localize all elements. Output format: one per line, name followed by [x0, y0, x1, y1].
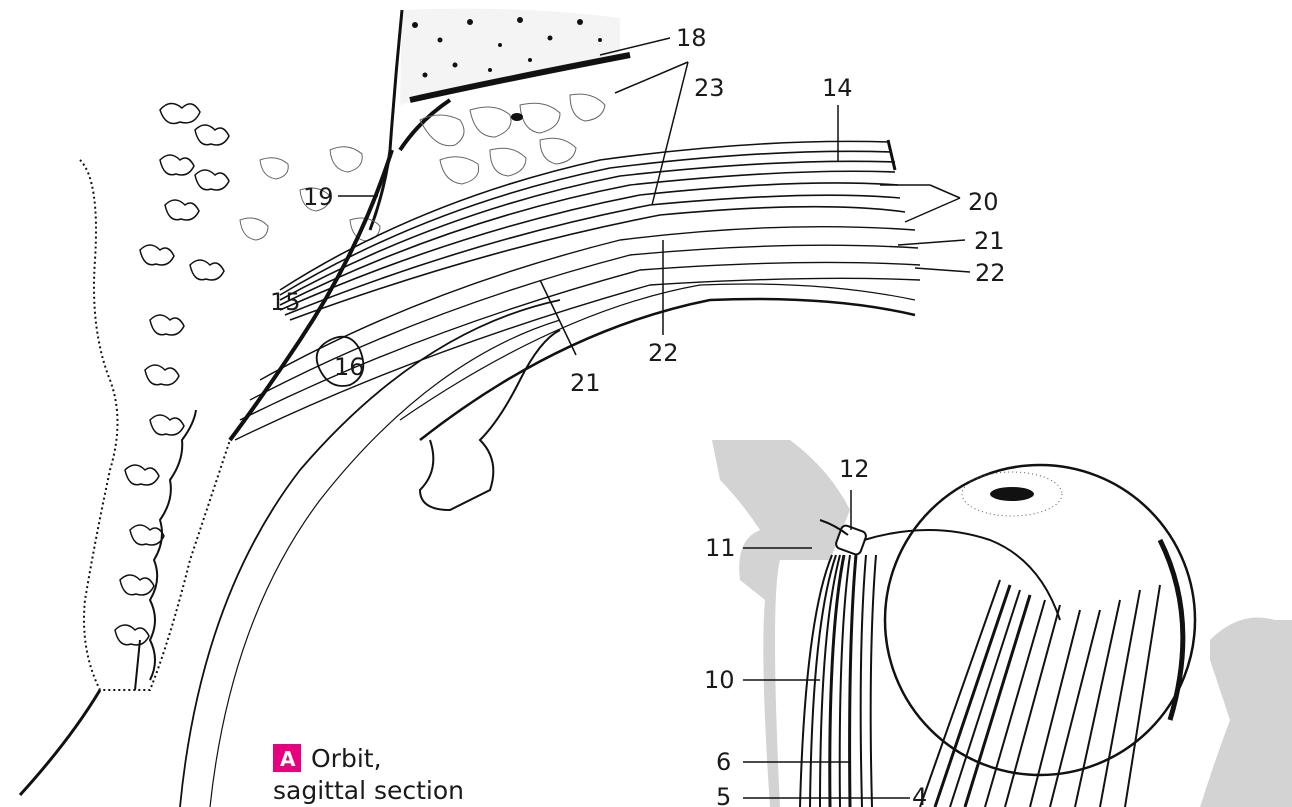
- glandular-tissue: [115, 103, 229, 645]
- label-15: 15: [270, 288, 301, 316]
- label-23: 23: [694, 74, 725, 102]
- orbital-fat: [240, 94, 605, 241]
- caption-line-1: Orbit,: [311, 744, 382, 773]
- tarsal-glands: [150, 410, 196, 680]
- label-21-lower: 21: [570, 369, 601, 397]
- label-22-upper: 22: [975, 259, 1006, 287]
- label-21-upper: 21: [974, 227, 1005, 255]
- label-22-lower: 22: [648, 339, 679, 367]
- label-5: 5: [716, 783, 731, 807]
- caption-badge-letter: A: [280, 747, 296, 771]
- label-16: 16: [334, 353, 365, 381]
- lower-tissue: [420, 330, 560, 510]
- muscle-fibers-upper: [280, 140, 905, 320]
- label-12: 12: [839, 455, 870, 483]
- label-18: 18: [676, 24, 707, 52]
- pupil: [990, 487, 1034, 501]
- label-20: 20: [968, 188, 999, 216]
- label-6: 6: [716, 748, 731, 776]
- caption-line-2: sagittal section: [273, 776, 464, 805]
- number-labels: 18 23 14 19 20 21 22 15 16 22 21 12 11 1…: [270, 24, 1006, 807]
- eyelid-skin: [80, 160, 230, 690]
- figure-caption: A Orbit, sagittal section: [273, 744, 464, 805]
- label-4: 4: [912, 783, 927, 807]
- sclera: [180, 300, 560, 807]
- label-14: 14: [822, 74, 853, 102]
- eyeball-muscles-drawing: [712, 440, 1292, 807]
- label-11: 11: [705, 534, 736, 562]
- muscle-fibers-lower: [235, 227, 920, 440]
- label-10: 10: [704, 666, 735, 694]
- superior-muscles: [800, 555, 876, 807]
- sagittal-section-drawing: [20, 9, 970, 807]
- label-19: 19: [303, 183, 334, 211]
- bone-shading-right: [1200, 618, 1292, 807]
